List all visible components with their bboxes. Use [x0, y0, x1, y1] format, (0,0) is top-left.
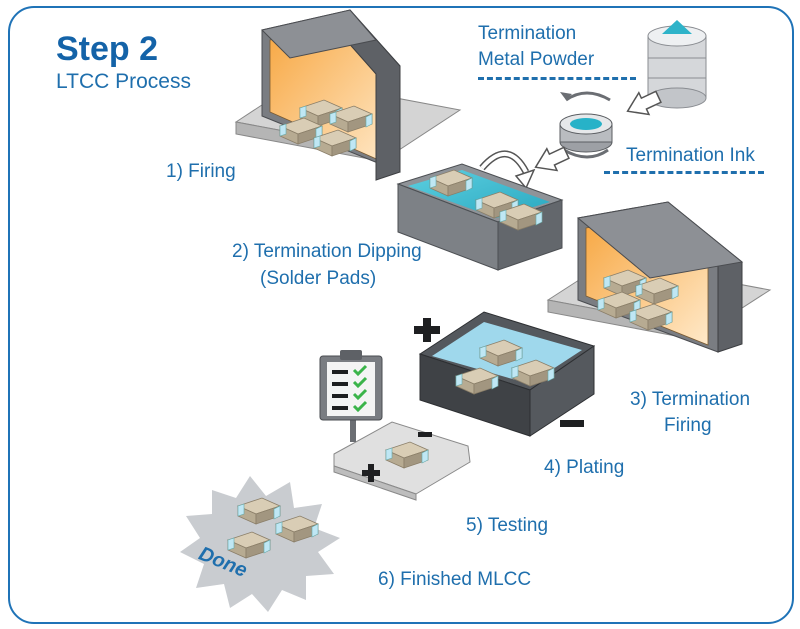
minus-sign-icon	[560, 420, 584, 427]
powder-label-line2: Metal Powder	[478, 49, 595, 70]
mixer-icon	[559, 91, 613, 159]
termination-firing-oven	[546, 201, 772, 353]
page-subtitle: LTCC Process	[56, 70, 191, 93]
test-board	[333, 421, 471, 501]
clipboard-checklist-icon	[319, 350, 383, 442]
curved-arrow	[479, 150, 536, 190]
done-burst: Done	[180, 476, 340, 612]
plus-sign-icon	[414, 318, 440, 342]
flow-arrow	[534, 146, 570, 172]
powder-jar-icon	[647, 20, 707, 109]
plating-bath	[418, 311, 596, 437]
step-plating-label: 4) Plating	[544, 457, 625, 478]
powder-divider	[478, 77, 636, 80]
ink-label: Termination Ink	[626, 145, 755, 166]
plus-sign-icon	[362, 464, 380, 482]
firing-oven	[234, 9, 462, 181]
page-title: Step 2	[56, 30, 159, 68]
powder-label-line1: Termination	[478, 23, 577, 44]
step-term-firing-label-line1: 3) Termination	[630, 389, 751, 410]
flow-arrow	[626, 90, 662, 116]
step-term-firing-label-line2: Firing	[664, 415, 712, 436]
step-dipping-label-line1: 2) Termination Dipping	[232, 241, 422, 262]
dipping-tray	[396, 163, 564, 271]
ink-divider	[604, 171, 764, 174]
step-testing-label: 5) Testing	[466, 515, 549, 536]
minus-sign-icon	[418, 432, 432, 437]
step-dipping-label-line2: (Solder Pads)	[260, 268, 377, 289]
step-finished-label: 6) Finished MLCC	[378, 569, 532, 590]
step-firing-label: 1) Firing	[166, 161, 236, 182]
